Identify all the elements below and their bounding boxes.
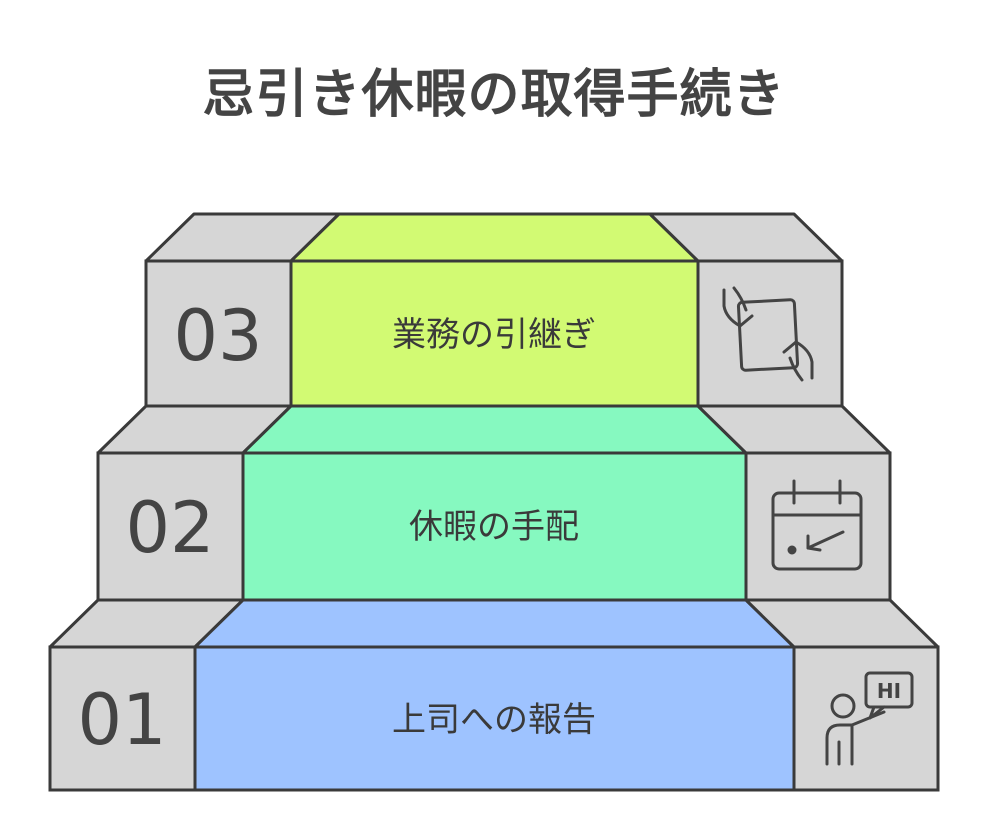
step-03-center-top xyxy=(289,212,700,263)
speech-bubble-text: HI xyxy=(877,679,901,703)
step-02-label-box xyxy=(241,451,748,602)
step-01-label-box xyxy=(193,645,796,792)
step-02-number: 02 xyxy=(125,487,214,569)
step-01-label: 上司への報告 xyxy=(392,700,596,740)
step-03-label-box xyxy=(289,259,700,408)
step-02-label: 休暇の手配 xyxy=(409,507,579,547)
page-title: 忌引き休暇の取得手続き xyxy=(202,65,786,125)
presenter-speech-hi-icon: HI xyxy=(825,671,914,766)
step-03-number-box xyxy=(144,259,293,408)
step-03: 03 業務の引継ぎ xyxy=(144,212,844,408)
step-01-number-box xyxy=(48,645,197,792)
step-02-center-top xyxy=(241,404,748,455)
step-03-label: 業務の引継ぎ xyxy=(392,315,596,355)
step-01: 01 上司への報告 HI xyxy=(48,598,940,792)
step-03-icon-box xyxy=(696,259,844,408)
step-01-number: 01 xyxy=(77,679,166,761)
calendar-arrow-icon xyxy=(771,479,863,571)
step-01-center-top xyxy=(193,598,796,649)
step-02-number-box xyxy=(96,451,245,602)
step-02: 02 休暇の手配 xyxy=(96,404,892,602)
step-03-number: 03 xyxy=(173,295,262,377)
step-02-icon-box xyxy=(744,451,892,602)
hands-passing-document-icon xyxy=(722,286,814,382)
